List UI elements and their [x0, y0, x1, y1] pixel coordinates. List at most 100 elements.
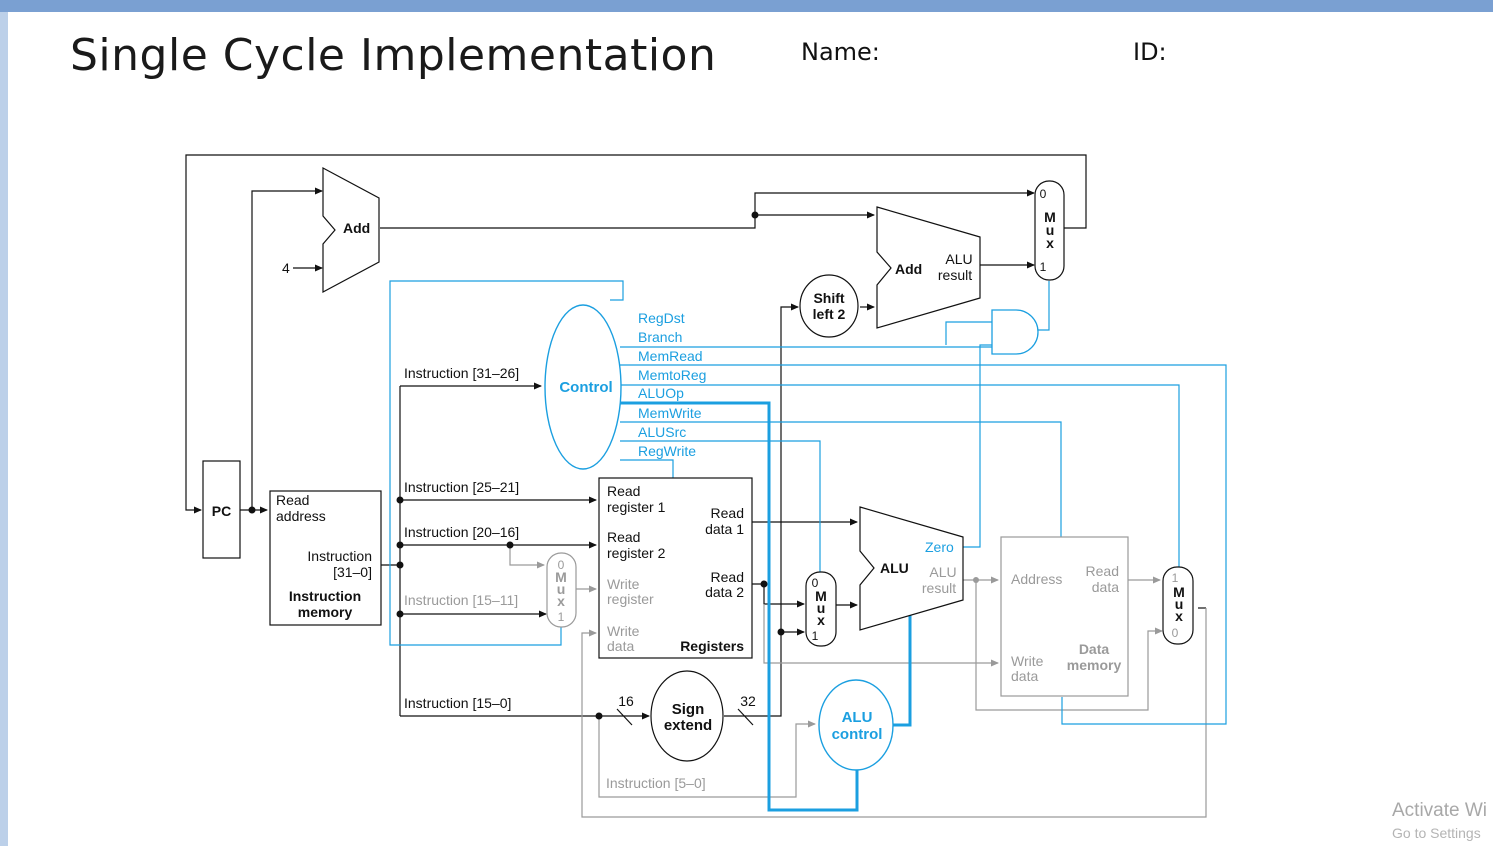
memtoreg-mux: 1 M u x 0: [1162, 566, 1194, 645]
branch-adder-result-1: ALU: [945, 251, 972, 267]
data-memory: Address Read data Write data Data memory: [1000, 536, 1129, 697]
datapath-wires: [185, 154, 1206, 720]
slide-title: Single Cycle Implementation: [70, 30, 717, 81]
svg-text:0: 0: [1040, 187, 1047, 201]
alu: ALU Zero ALU result: [859, 506, 964, 631]
signal-memtoreg: MemtoReg: [638, 367, 706, 383]
alu-zero-label: Zero: [925, 539, 954, 555]
pc-label: PC: [212, 503, 231, 519]
svg-text:0: 0: [812, 576, 819, 590]
constant-four: 4: [282, 260, 290, 276]
signal-regwrite: RegWrite: [638, 443, 696, 459]
field-15-0: Instruction [15–0]: [404, 695, 511, 711]
svg-text:Sign: Sign: [672, 701, 705, 718]
svg-text:data: data: [1092, 579, 1119, 595]
window-left-edge: [0, 12, 8, 846]
svg-text:M: M: [555, 569, 567, 585]
signal-memwrite: MemWrite: [638, 405, 702, 421]
control-wires: [389, 280, 1227, 725]
svg-text:M: M: [1173, 584, 1185, 600]
inactive-junction-dots: [973, 577, 979, 583]
id-label: ID:: [1133, 38, 1167, 66]
svg-text:Read: Read: [607, 529, 640, 545]
svg-text:memory: memory: [298, 604, 353, 620]
svg-text:Read: Read: [711, 505, 744, 521]
svg-text:control: control: [832, 726, 883, 743]
svg-text:address: address: [276, 508, 326, 524]
alu-control: ALU control: [818, 679, 894, 771]
svg-text:ALU: ALU: [929, 564, 956, 580]
svg-text:Instruction: Instruction: [307, 548, 372, 564]
svg-text:Write: Write: [607, 623, 640, 639]
sign-extend: Sign extend 16 32: [618, 670, 756, 762]
svg-text:M: M: [815, 588, 827, 604]
svg-text:Data: Data: [1079, 641, 1110, 657]
slide-canvas: [8, 12, 1487, 846]
svg-text:data 1: data 1: [705, 521, 744, 537]
svg-text:0: 0: [1172, 626, 1179, 640]
signal-alusrc: ALUSrc: [638, 424, 686, 440]
signal-branch: Branch: [638, 329, 682, 345]
instruction-memory: Read address Instruction [31–0] Instruct…: [269, 490, 382, 626]
field-25-21: Instruction [25–21]: [404, 479, 519, 495]
control-signal-labels: RegDst Branch MemRead MemtoReg ALUOp Mem…: [638, 310, 706, 459]
field-20-16: Instruction [20–16]: [404, 524, 519, 540]
svg-text:1: 1: [558, 610, 565, 624]
svg-text:Write: Write: [607, 576, 640, 592]
svg-text:u: u: [1175, 596, 1184, 612]
svg-text:register: register: [607, 591, 654, 607]
svg-text:Read: Read: [276, 492, 309, 508]
alusrc-mux: 0 M u x 1: [805, 571, 837, 647]
field-15-11: Instruction [15–11]: [404, 592, 518, 608]
svg-text:Read: Read: [1086, 563, 1119, 579]
regdst-mux: 0 M u x 1: [546, 552, 577, 628]
sign-extend-out-bits: 32: [740, 693, 756, 709]
svg-text:u: u: [1046, 222, 1055, 238]
signal-memread: MemRead: [638, 348, 703, 364]
svg-text:Read: Read: [607, 483, 640, 499]
svg-text:M: M: [1044, 209, 1056, 225]
svg-text:x: x: [817, 612, 825, 628]
activate-windows-watermark: Activate Wi: [1392, 800, 1488, 821]
svg-text:data: data: [607, 638, 634, 654]
shift-left-label-1: Shift: [813, 290, 844, 306]
go-to-settings-watermark: Go to Settings: [1392, 825, 1481, 841]
svg-text:Registers: Registers: [680, 638, 744, 654]
svg-text:memory: memory: [1067, 657, 1122, 673]
field-31-26: Instruction [31–26]: [404, 365, 519, 381]
signal-aluop: ALUOp: [638, 385, 684, 401]
svg-text:x: x: [1046, 235, 1054, 251]
branch-adder-result-2: result: [938, 267, 972, 283]
svg-text:0: 0: [558, 558, 565, 572]
svg-text:extend: extend: [664, 717, 712, 734]
shift-left-2: Shift left 2: [799, 274, 859, 338]
svg-text:register 2: register 2: [607, 545, 666, 561]
svg-text:u: u: [817, 600, 826, 616]
svg-text:data: data: [1011, 668, 1038, 684]
window-top-bar: [0, 0, 1493, 12]
name-label: Name:: [801, 38, 880, 66]
signal-regdst: RegDst: [638, 310, 685, 326]
control-label: Control: [559, 379, 612, 396]
svg-text:1: 1: [1172, 571, 1179, 585]
svg-text:Address: Address: [1011, 571, 1062, 587]
pcsrc-mux: 0 M u x 1: [1034, 180, 1065, 281]
svg-text:Write: Write: [1011, 653, 1044, 669]
field-5-0: Instruction [5–0]: [606, 775, 706, 791]
inactive-wires: [509, 545, 1207, 818]
svg-text:ALU: ALU: [842, 709, 873, 726]
bus-width-slashes: [616, 708, 754, 726]
control-unit: Control: [544, 304, 622, 470]
branch-adder: Add ALU result: [876, 206, 981, 329]
sign-extend-in-bits: 16: [618, 693, 634, 709]
svg-text:register 1: register 1: [607, 499, 666, 515]
svg-text:x: x: [1175, 608, 1183, 624]
alu-label: ALU: [880, 560, 909, 576]
branch-adder-label: Add: [895, 261, 922, 277]
pc-adder-label: Add: [343, 220, 370, 236]
shift-left-label-2: left 2: [813, 306, 846, 322]
branch-and-gate: [991, 309, 1039, 355]
svg-text:1: 1: [812, 629, 819, 643]
svg-text:1: 1: [1040, 260, 1047, 274]
